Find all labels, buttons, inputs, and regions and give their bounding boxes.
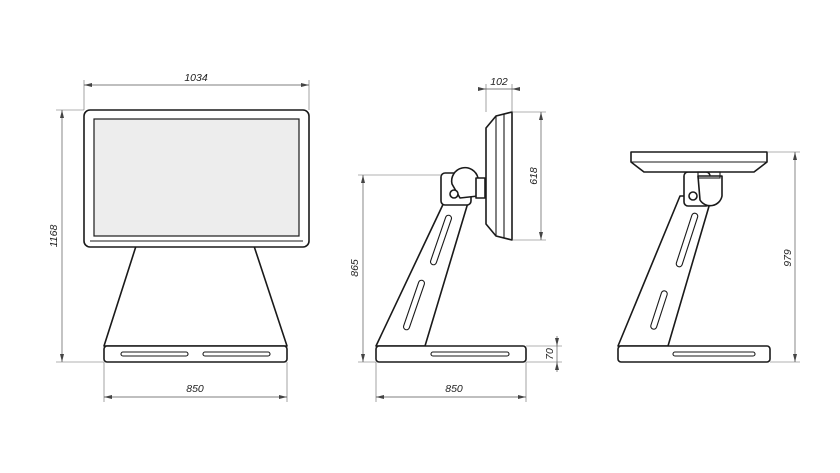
rear-base bbox=[617, 345, 771, 363]
front-monitor-screen bbox=[93, 118, 300, 237]
front-base-slot-right bbox=[202, 351, 271, 357]
side-stand-arm bbox=[375, 195, 471, 347]
dim-side-screen-height-label: 618 bbox=[528, 167, 540, 185]
dim-side-base-width: 850 bbox=[375, 362, 527, 402]
rear-base-slot bbox=[672, 351, 756, 357]
dim-rear-height: 979 bbox=[767, 151, 800, 363]
front-base bbox=[103, 345, 288, 363]
dim-front-base-width: 850 bbox=[103, 362, 288, 402]
dim-side-pivot-height-label: 865 bbox=[349, 259, 361, 277]
dim-rear-height-label: 979 bbox=[782, 249, 794, 267]
dim-side-screen-height: 618 bbox=[512, 111, 546, 241]
dim-front-width: 1034 bbox=[83, 72, 310, 110]
side-view bbox=[375, 111, 527, 363]
side-base bbox=[375, 345, 527, 363]
side-hinge-knob bbox=[449, 189, 459, 199]
dim-side-pivot-height: 865 bbox=[349, 174, 441, 363]
rear-view bbox=[617, 151, 771, 363]
side-vesa-plate bbox=[475, 177, 486, 199]
side-monitor-body bbox=[485, 111, 513, 241]
front-view bbox=[83, 109, 310, 363]
rear-hinge-knob bbox=[688, 191, 698, 201]
dim-front-base-width-label: 850 bbox=[186, 383, 204, 395]
side-arm-slot-lower bbox=[402, 279, 426, 331]
rear-stand-arm bbox=[617, 195, 713, 347]
front-stand-column bbox=[103, 242, 288, 347]
rear-hinge-bracket bbox=[697, 175, 723, 207]
dim-front-height: 1168 bbox=[48, 109, 104, 363]
side-base-slot bbox=[430, 351, 510, 357]
rear-arm-slot-lower bbox=[650, 290, 668, 330]
rear-arm-slot-upper bbox=[675, 212, 699, 268]
dim-front-width-label: 1034 bbox=[184, 72, 208, 84]
front-base-slot-left bbox=[120, 351, 189, 357]
rear-vesa-plate bbox=[697, 171, 721, 179]
dim-side-base-height-label: 70 bbox=[544, 348, 556, 360]
dim-side-depth-label: 102 bbox=[490, 76, 508, 88]
dim-side-depth: 102 bbox=[478, 76, 520, 112]
dim-side-base-width-label: 850 bbox=[445, 383, 463, 395]
dim-side-base-height: 70 bbox=[526, 336, 562, 372]
dim-front-height-label: 1168 bbox=[48, 225, 60, 248]
side-arm-slot-upper bbox=[429, 214, 453, 266]
